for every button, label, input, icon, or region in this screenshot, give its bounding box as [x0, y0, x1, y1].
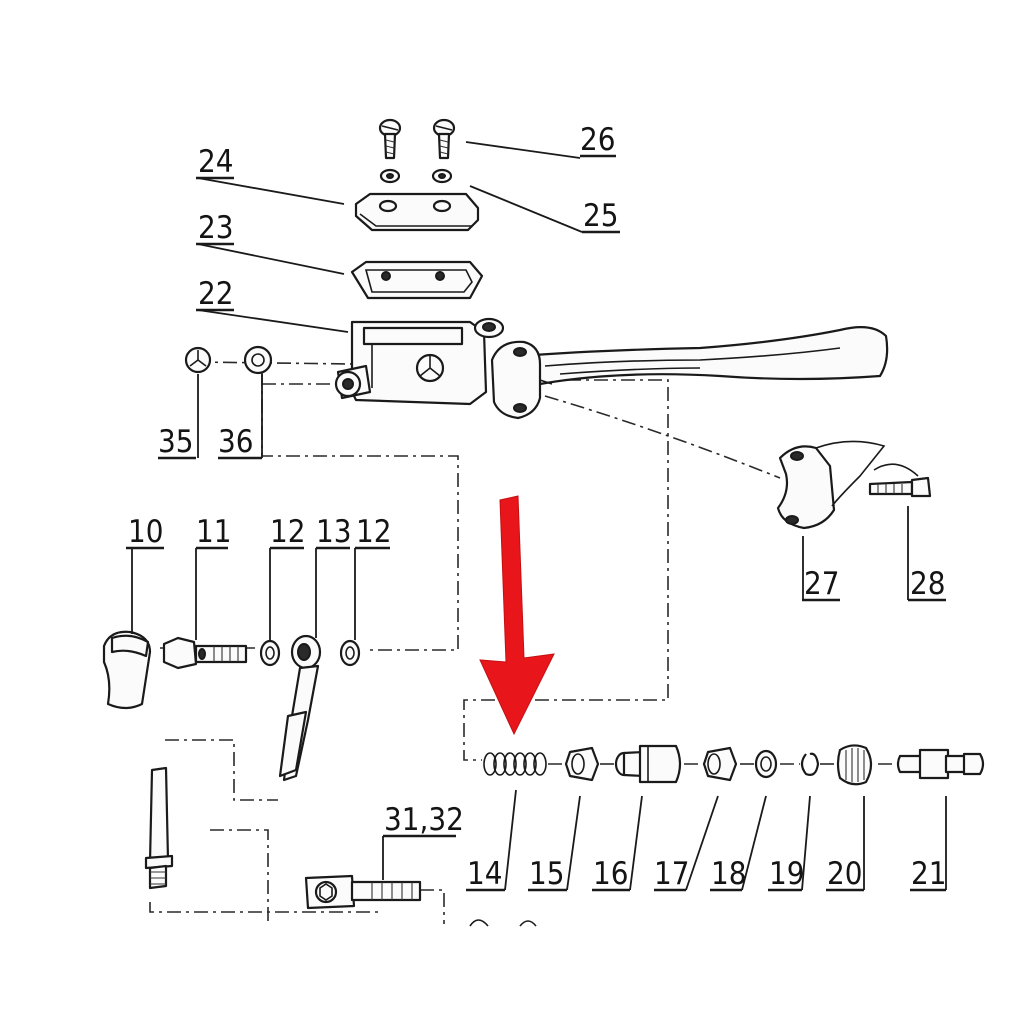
washer-12-left	[259, 639, 281, 667]
label-10: 10	[128, 514, 163, 550]
label-27: 27	[804, 566, 839, 602]
spacer-36	[243, 345, 273, 375]
pushrod-21	[896, 748, 985, 780]
arrow-shape	[479, 495, 555, 736]
label-26: 26	[580, 122, 615, 158]
cover-24	[354, 192, 480, 232]
label-16: 16	[593, 856, 628, 892]
label-12-right: 12	[356, 514, 391, 550]
label-14: 14	[467, 856, 502, 892]
label-28: 28	[910, 566, 945, 602]
hose-end	[144, 766, 174, 890]
screws-26	[378, 118, 456, 160]
cap-10	[102, 630, 152, 710]
label-19: 19	[769, 856, 804, 892]
washers-25	[379, 168, 453, 184]
circlip-19	[800, 752, 820, 776]
label-underlines	[126, 154, 946, 892]
part-labels: 26 25 24 23 22 35 36 10 11 12 13 12 27 2…	[128, 122, 946, 892]
label-22: 22	[198, 276, 233, 312]
red-pointer-arrow	[479, 495, 555, 736]
label-23: 23	[198, 210, 233, 246]
piston-16	[614, 744, 682, 784]
label-24: 24	[198, 144, 233, 180]
label-20: 20	[827, 856, 862, 892]
washer-12-right	[339, 639, 361, 667]
washer-18	[754, 749, 778, 779]
seal-17	[702, 746, 738, 782]
gasket-23	[350, 260, 484, 300]
label-17: 17	[654, 856, 689, 892]
clamp-27	[776, 440, 919, 530]
label-15: 15	[529, 856, 564, 892]
label-36: 36	[218, 424, 253, 460]
nut-35	[184, 346, 212, 374]
cropped-parts-bottom	[469, 919, 537, 927]
boot-20	[836, 744, 873, 786]
label-25: 25	[583, 198, 618, 234]
assembly-path-lines	[149, 361, 898, 924]
label-12-left: 12	[270, 514, 305, 550]
screw-28	[868, 476, 932, 498]
banjo-bolt-11	[162, 636, 248, 670]
banjo-13	[278, 634, 322, 782]
label-35: 35	[158, 424, 193, 460]
label-11: 11	[196, 514, 231, 550]
master-cylinder-body	[334, 317, 889, 420]
leader-lines	[131, 141, 947, 891]
spring-14	[483, 752, 547, 776]
label-18: 18	[711, 856, 746, 892]
bolt-31-32	[304, 874, 422, 910]
label-21: 21	[911, 856, 946, 892]
label-13: 13	[316, 514, 351, 550]
label-31-32: 31,32	[384, 802, 464, 838]
seal-15	[564, 746, 600, 782]
